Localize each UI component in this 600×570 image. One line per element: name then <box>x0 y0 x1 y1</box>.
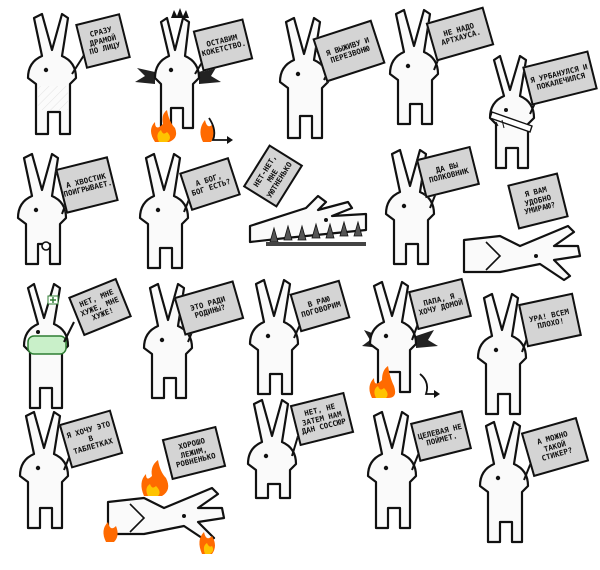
sticker-paradise[interactable]: В раю поговорим <box>240 274 360 414</box>
sticker-colonel[interactable]: Да вы полковник <box>378 145 498 286</box>
bunny-lying-on-fire-icon <box>103 460 226 554</box>
sticker-target[interactable]: Целевая не поймет. <box>360 408 480 548</box>
fire-icon <box>200 120 215 142</box>
sticker-comfy-spikes[interactable]: Нет-нет, мне уютненько <box>242 144 368 286</box>
fire-icon <box>151 110 177 142</box>
bat-wing-icon <box>416 330 438 348</box>
bandage-icon <box>489 111 533 133</box>
bat-wing-icon <box>135 68 155 84</box>
bunny-medical-mask-icon <box>22 282 75 410</box>
sticker-pills[interactable]: Я хочу это в таблетках <box>16 408 136 548</box>
bunny-standing-icon <box>26 12 87 136</box>
bunny-standing-icon <box>248 278 303 396</box>
bunny-standing-icon <box>388 8 443 126</box>
bunny-lying-icon <box>462 224 582 282</box>
bunny-standing-icon <box>138 152 193 270</box>
bunny-standing-icon <box>366 410 421 530</box>
face-mask-icon <box>27 335 67 355</box>
devil-tail-icon <box>419 373 434 395</box>
sticker-urban-injured[interactable]: Я урбанулся и покалечился <box>486 50 600 192</box>
sticker-saussure[interactable]: Нет, не затем нам дан соссюр <box>244 391 364 536</box>
bunny-standing-icon <box>478 420 533 544</box>
sticker-lying-fire[interactable]: Хорошо лежим, ровненько <box>103 425 227 570</box>
sticker-dad-devil[interactable]: Папа, я хочу домой <box>362 277 484 418</box>
bunny-standing-icon <box>16 152 71 266</box>
sticker-dying[interactable]: Я вам удобно умираю? <box>460 172 582 316</box>
bunny-lying-on-spikes-icon <box>248 194 368 246</box>
fire-icon <box>103 522 118 542</box>
tail-icon <box>41 241 51 251</box>
sticker-tail[interactable]: А хвостик поигрывает. <box>8 150 128 290</box>
bunny-standing-icon <box>246 398 299 500</box>
sticker-arthouse[interactable]: Не надо артхауса. <box>382 4 502 144</box>
sticker-survive[interactable]: Я выживу и перезвоню <box>272 10 392 150</box>
bunny-devil-icon <box>135 8 233 144</box>
bunny-bandaged-icon <box>488 54 541 170</box>
sticker-hooray[interactable]: Ура! Всем плохо! <box>470 290 590 430</box>
sticker-flirt-devil[interactable]: Оставим кокетство. <box>133 6 254 146</box>
bunny-devil-icon <box>362 280 440 398</box>
crown-icon <box>171 8 189 18</box>
sticker-god[interactable]: А Бог, Бог есть? <box>130 150 250 290</box>
devil-tail-icon <box>208 117 227 141</box>
sticker-nurse[interactable]: Нет, мне хуже, мне хуже! <box>20 277 140 420</box>
sticker-can-i[interactable]: А можно такой стикер? <box>478 416 598 558</box>
sticker-drama[interactable]: Сразу драмой по лицу <box>10 6 131 146</box>
sticker-homeland[interactable]: Это ради Родины? <box>134 280 254 420</box>
